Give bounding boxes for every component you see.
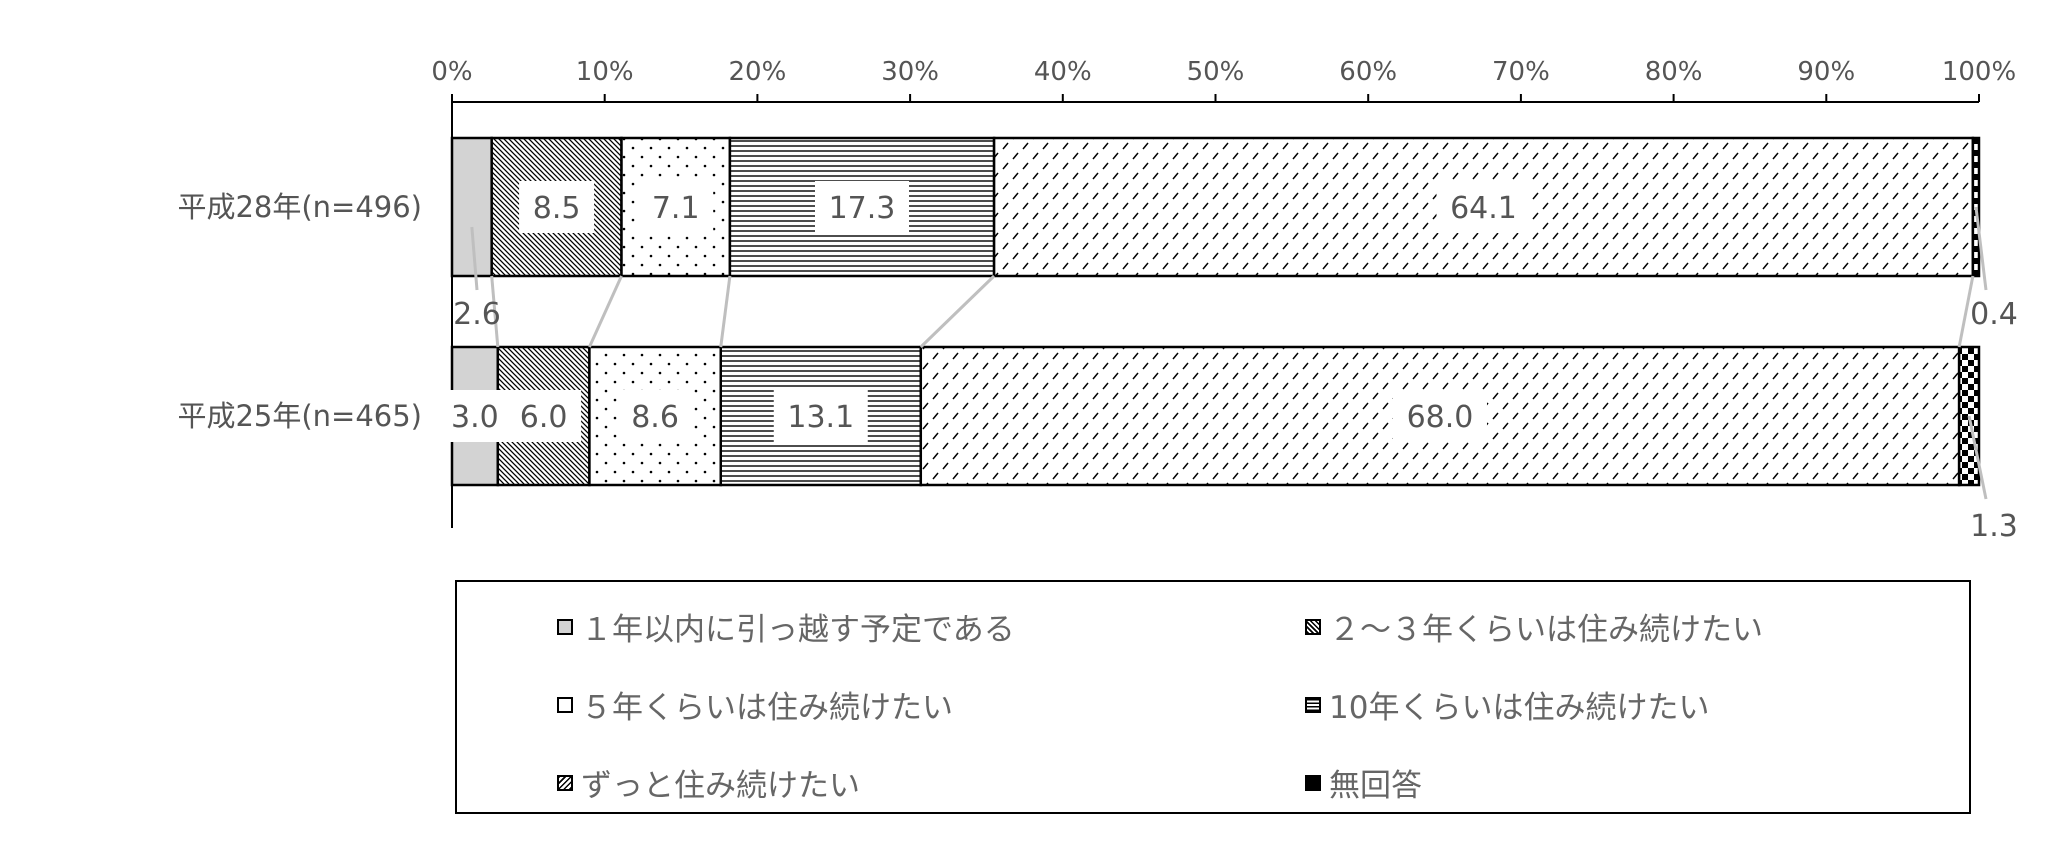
series-connector-line — [719, 275, 732, 348]
stacked-bar-chart: 0% 10% 20% 30% 40% 50% 60% 70% 80% 90% 100% 平成28年(n… — [177, 57, 2018, 544]
data-label: 8.6 — [631, 400, 679, 435]
series-connector-line — [490, 275, 500, 348]
legend-item: ２～３年くらいは住み続けたい — [1305, 604, 1763, 649]
category-label: 平成28年(n=496) — [177, 190, 422, 224]
bar-segment — [1971, 136, 1981, 278]
x-tick-label: 90% — [1797, 57, 1855, 87]
legend-item: １年以内に引っ越す予定である — [557, 604, 1015, 649]
data-label-background — [638, 181, 714, 233]
x-tick-label: 20% — [729, 57, 787, 87]
x-tick-label: 40% — [1034, 57, 1092, 87]
x-tick-label: 0% — [431, 57, 472, 87]
data-label-background — [617, 390, 693, 442]
data-label: 0.4 — [1970, 297, 2018, 332]
data-label: 6.0 — [520, 400, 568, 435]
series-connector-line — [919, 274, 996, 349]
legend-item: 無回答 — [1305, 760, 1422, 805]
data-label: 3.0 — [451, 400, 499, 435]
bar-segment — [450, 136, 493, 278]
legend-swatch — [1305, 696, 1321, 713]
data-label-background — [437, 390, 513, 442]
data-labels: 2.6 8.5 7.1 17.3 64.1 0.4 3.0 6.0 8.6 13.1 68.0 1.3 — [437, 181, 2018, 544]
leader-line — [1967, 415, 1988, 500]
legend-swatch — [1305, 774, 1321, 791]
data-label: 1.3 — [1970, 509, 2018, 544]
bars — [450, 136, 1981, 487]
leader-line — [470, 226, 479, 291]
x-tick-label: 30% — [881, 57, 939, 87]
x-tick-label: 60% — [1339, 57, 1397, 87]
legend-item: ずっと住み続けたい — [557, 760, 860, 805]
x-axis: 0% 10% 20% 30% 40% 50% 60% 70% 80% 90% 100% 平成28年(n… — [177, 57, 2016, 528]
data-label-background — [506, 390, 582, 442]
series-connector-line — [1957, 275, 1975, 348]
legend-swatch — [557, 774, 573, 791]
data-label: 64.1 — [1450, 191, 1517, 226]
data-label: 68.0 — [1407, 400, 1474, 435]
legend-item: 10年くらいは住み続けたい — [1305, 682, 1709, 727]
data-label-background — [519, 181, 595, 233]
legend: １年以内に引っ越す予定である ２～３年くらいは住み続けたい ５年くらいは住み続けたい… — [455, 580, 1971, 814]
legend-swatch — [1305, 618, 1321, 635]
legend-item: ５年くらいは住み続けたい — [557, 682, 953, 727]
bar-segment — [490, 136, 623, 278]
series-connector-line — [588, 275, 623, 348]
legend-swatch — [557, 696, 573, 713]
x-tick-label: 70% — [1492, 57, 1550, 87]
data-label-background — [1392, 390, 1487, 442]
legend-label: ５年くらいは住み続けたい — [581, 690, 953, 726]
category-label: 平成25年(n=465) — [177, 399, 422, 433]
legend-label: 無回答 — [1329, 768, 1422, 804]
data-label: 13.1 — [787, 400, 854, 435]
x-tick-label: 10% — [576, 57, 634, 87]
data-label-background — [814, 181, 909, 233]
data-label: 2.6 — [453, 297, 501, 332]
data-label: 8.5 — [533, 191, 581, 226]
x-tick-label: 80% — [1645, 57, 1703, 87]
data-label: 17.3 — [829, 191, 896, 226]
data-label: 7.1 — [652, 191, 700, 226]
legend-swatch — [557, 618, 573, 635]
leader-line — [1974, 206, 1988, 291]
data-label-background — [773, 390, 868, 442]
legend-label: １年以内に引っ越す予定である — [581, 612, 1015, 648]
x-tick-label: 50% — [1187, 57, 1245, 87]
x-tick-label: 100% — [1942, 57, 2016, 87]
legend-label: ずっと住み続けたい — [581, 768, 860, 804]
data-label-background — [1436, 181, 1531, 233]
legend-label: ２～３年くらいは住み続けたい — [1329, 612, 1763, 648]
legend-label: 10年くらいは住み続けたい — [1329, 690, 1710, 726]
